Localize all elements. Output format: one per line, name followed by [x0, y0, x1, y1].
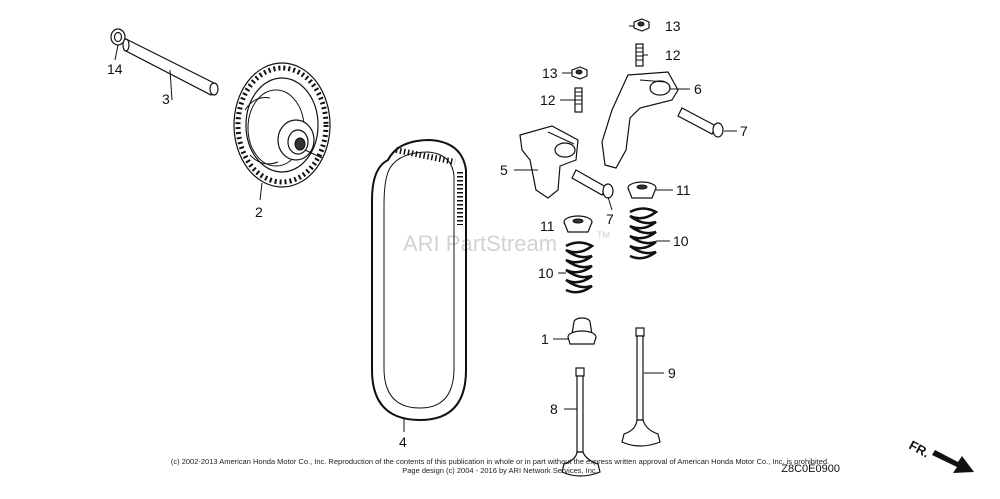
- callout-5[interactable]: 5: [500, 162, 508, 178]
- callout-2[interactable]: 2: [255, 204, 263, 220]
- part-10-spring-left[interactable]: [565, 241, 595, 294]
- callout-3[interactable]: 3: [162, 91, 170, 107]
- part-5-rocker-arm[interactable]: [519, 125, 579, 199]
- callout-labels: 14 3 2 4 13 12 13 12 6 7 5 7 11 11 10 10…: [107, 18, 748, 450]
- callout-11-right[interactable]: 11: [676, 182, 691, 198]
- copyright-line-2: Page design (c) 2004 - 2016 by ARI Netwo…: [402, 466, 598, 475]
- part-7-bolt-upper[interactable]: [677, 107, 724, 138]
- callout-12-lower[interactable]: 12: [540, 92, 556, 108]
- callout-12-upper[interactable]: 12: [665, 47, 681, 63]
- callout-9[interactable]: 9: [668, 365, 676, 381]
- callout-13-lower[interactable]: 13: [542, 65, 558, 81]
- callout-13-upper[interactable]: 13: [665, 18, 681, 34]
- part-11-retainer-right[interactable]: [627, 181, 657, 199]
- callout-8[interactable]: 8: [550, 401, 558, 417]
- callout-11-left[interactable]: 11: [540, 218, 555, 234]
- copyright-line-1: (c) 2002-2013 American Honda Motor Co., …: [170, 457, 830, 466]
- callout-4[interactable]: 4: [399, 434, 407, 450]
- part-8-valve[interactable]: [561, 367, 601, 477]
- callout-7-upper[interactable]: 7: [740, 123, 748, 139]
- part-13-nut-upper[interactable]: [633, 18, 650, 32]
- part-10-spring-right[interactable]: [629, 207, 659, 260]
- callout-14[interactable]: 14: [107, 61, 123, 77]
- part-13-nut-lower[interactable]: [571, 66, 588, 80]
- part-12-screw-upper[interactable]: [635, 43, 644, 67]
- callout-1[interactable]: 1: [541, 331, 549, 347]
- part-9-valve[interactable]: [621, 327, 661, 447]
- part-6-rocker-arm[interactable]: [601, 71, 679, 169]
- callout-6[interactable]: 6: [694, 81, 702, 97]
- part-1-stem-seal[interactable]: [567, 317, 597, 345]
- watermark-tm: TM: [597, 230, 610, 240]
- part-11-retainer-left[interactable]: [563, 215, 593, 233]
- callout-10-right[interactable]: 10: [673, 233, 689, 249]
- part-7-bolt-lower[interactable]: [571, 169, 614, 199]
- part-12-screw-lower[interactable]: [574, 87, 583, 113]
- leader-lines: [114, 25, 737, 432]
- callout-7-lower[interactable]: 7: [606, 211, 614, 227]
- part-2-cam-pulley[interactable]: [233, 62, 331, 188]
- diagram-code: Z8C0E0900: [781, 463, 840, 475]
- part-4-timing-belt[interactable]: [371, 138, 467, 422]
- part-14-clip[interactable]: [110, 28, 126, 46]
- part-3-shaft[interactable]: [122, 38, 219, 96]
- callout-10-left[interactable]: 10: [538, 265, 554, 281]
- watermark: ARI PartStream: [403, 231, 557, 256]
